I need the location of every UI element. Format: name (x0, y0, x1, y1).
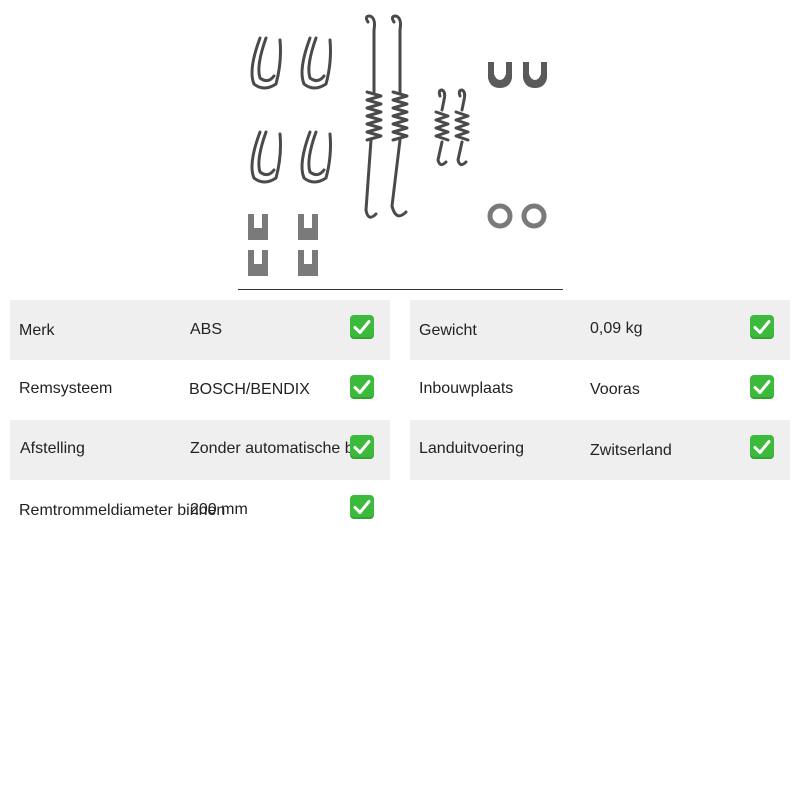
spec-label: Landuitvoering (419, 440, 524, 457)
spec-value: Zwitserland (590, 442, 672, 459)
spec-value: 200 mm (190, 501, 248, 518)
retainer-plate-icon (248, 250, 268, 276)
check-icon (350, 495, 374, 519)
small-spring-icon (454, 88, 470, 167)
check-icon (350, 375, 374, 399)
spec-value: Zonder automatische bijst (190, 440, 374, 457)
spec-row-afstelling: Afstelling Zonder automatische bijst (10, 420, 390, 480)
spec-row-inbouwplaats: Inbouwplaats Vooras (410, 360, 790, 420)
brake-shoe-fitting-kit-illustration (248, 14, 547, 276)
washer-icon (487, 203, 513, 229)
spec-label: Remtrommeldiameter binnen (19, 502, 226, 519)
hold-down-clip-icon (300, 130, 332, 184)
hold-down-clip-icon (300, 36, 332, 90)
u-clip-icon (488, 62, 512, 88)
check-icon (750, 315, 774, 339)
spec-label: Inbouwplaats (419, 380, 514, 397)
spec-row-landuitvoering: Landuitvoering Zwitserland (410, 420, 790, 480)
return-spring-icon (364, 14, 383, 219)
spec-row-merk: Merk ABS (10, 300, 390, 360)
u-clip-icon (523, 62, 547, 88)
spec-value: ABS (190, 321, 223, 338)
return-spring-icon (390, 14, 409, 218)
spec-label: Afstelling (20, 440, 85, 457)
spec-row-gewicht: Gewicht 0,09 kg (410, 300, 790, 360)
spec-label: Gewicht (419, 322, 477, 339)
washer-icon (521, 203, 547, 229)
retainer-plate-icon (298, 214, 318, 240)
check-icon (750, 435, 774, 459)
small-spring-icon (434, 88, 450, 167)
hold-down-clip-icon (250, 36, 282, 90)
spec-value: Vooras (590, 381, 640, 398)
spec-row-remsysteem: Remsysteem BOSCH/BENDIX (10, 360, 390, 420)
spec-label: Merk (19, 322, 55, 339)
retainer-plate-icon (298, 250, 318, 276)
spec-row-remtrommeldiameter: Remtrommeldiameter binnen 200 mm (10, 480, 390, 540)
spec-value: 0,09 kg (590, 320, 643, 337)
check-icon (750, 375, 774, 399)
check-icon (350, 435, 374, 459)
spec-label: Remsysteem (19, 380, 113, 397)
hold-down-clip-icon (250, 130, 282, 184)
retainer-plate-icon (248, 214, 268, 240)
product-image (238, 0, 563, 290)
check-icon (350, 315, 374, 339)
spec-value: BOSCH/BENDIX (189, 381, 310, 398)
